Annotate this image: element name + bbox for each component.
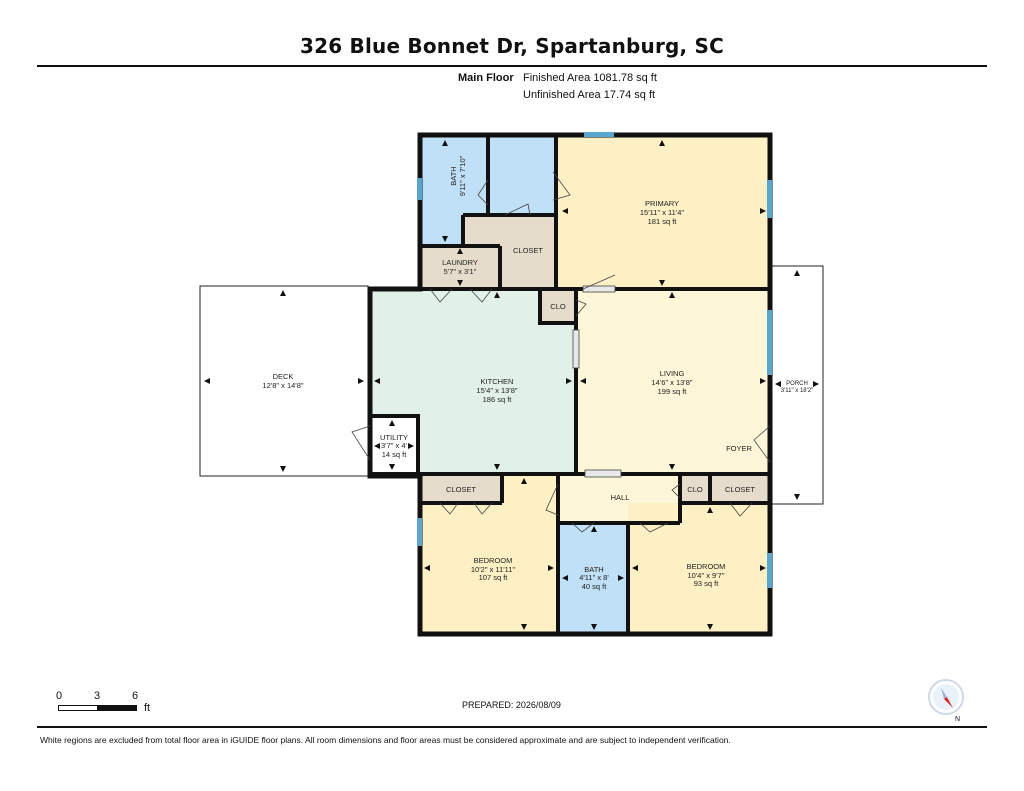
door-swing <box>671 483 681 499</box>
kitchen-dims: 15'4" x 13'8" <box>476 386 517 395</box>
utility-area: 14 sq ft <box>382 450 408 459</box>
kitchen-area: 186 sq ft <box>483 395 513 404</box>
door-swing <box>545 483 559 516</box>
bath-primary-dims: 9'11" x 7'10" <box>458 155 467 196</box>
door-swing <box>729 502 753 517</box>
footer-note: White regions are excluded from total fl… <box>40 735 731 745</box>
clo-kitchen-name: CLO <box>550 302 566 311</box>
scale-bar-segment <box>97 705 137 711</box>
bath-primary-name: BATH <box>449 166 458 185</box>
kitchen-room <box>370 289 576 473</box>
door-swing <box>575 299 587 317</box>
porch-dims: 3'11" x 18'2" <box>781 388 813 394</box>
bedroom-2-name: BEDROOM <box>687 562 726 571</box>
primary-room <box>556 136 770 289</box>
closet-bedroom-2-room <box>710 473 770 503</box>
prepared-date: PREPARED: 2026/08/09 <box>462 700 561 710</box>
door-swing <box>552 171 571 201</box>
clo-hall-room <box>680 473 710 503</box>
wall <box>538 289 576 325</box>
living-area: 199 sq ft <box>658 387 688 396</box>
bath-2-room <box>558 523 628 634</box>
closet-primary-name: CLOSET <box>513 246 543 255</box>
door-swing <box>753 425 771 463</box>
scale-bar-segment <box>58 705 98 711</box>
bedroom-1-dims: 10'2" x 11'11" <box>471 565 516 574</box>
primary-dims: 15'11" x 11'4" <box>640 208 685 217</box>
door-opening <box>584 469 622 478</box>
plan-title: 326 Blue Bonnet Dr, Spartanburg, SC <box>300 34 724 58</box>
header-divider <box>37 65 987 67</box>
compass-north-label: N <box>955 716 960 722</box>
window <box>767 553 772 588</box>
unfinished-area: Unfinished Area 17.74 sq ft <box>523 89 656 101</box>
primary-name: PRIMARY <box>645 199 679 208</box>
bath-2-area: 40 sq ft <box>582 582 608 591</box>
hall-name: HALL <box>611 493 630 502</box>
utility-dims: 3'7" x 4' <box>381 441 408 450</box>
laundry-name: LAUNDRY <box>442 258 478 267</box>
footer-divider <box>37 726 987 728</box>
clo-kitchen-room <box>540 289 576 323</box>
scale-tick-3: 3 <box>94 690 101 702</box>
living-name: LIVING <box>660 369 685 378</box>
porch-name: PORCH <box>786 381 808 387</box>
closet-bedroom-2-name: CLOSET <box>725 485 755 494</box>
kitchen-name: KITCHEN <box>481 377 514 386</box>
deck-name: DECK <box>273 372 294 381</box>
bedroom-1-name: BEDROOM <box>474 556 513 565</box>
finished-area: Finished Area 1081.78 sq ft <box>523 72 657 84</box>
door-swing <box>571 522 669 533</box>
living-room <box>576 289 770 473</box>
window <box>767 180 772 218</box>
deck-dims: 12'8" x 14'8" <box>262 381 303 390</box>
utility-name: UTILITY <box>380 433 408 442</box>
door-swing <box>429 288 493 303</box>
bedroom-1-area: 107 sq ft <box>479 573 509 582</box>
closet-bedroom-1-name: CLOSET <box>446 485 476 494</box>
scale-tick-6: 6 <box>132 690 139 702</box>
bath-2-dims: 4'11" x 8' <box>579 573 609 582</box>
door-swing <box>477 179 489 206</box>
floor-name: Main Floor <box>458 72 514 84</box>
door-swing <box>582 274 616 290</box>
wall <box>370 414 420 473</box>
laundry-dims: 5'7" x 3'1" <box>444 267 477 276</box>
window <box>417 518 422 546</box>
window <box>767 310 772 375</box>
primary-area: 181 sq ft <box>648 217 678 226</box>
bath-2-name: BATH <box>584 565 603 574</box>
bedroom-2-area: 93 sq ft <box>694 579 720 588</box>
door-opening <box>572 329 580 369</box>
compass-icon: N <box>928 679 964 722</box>
scale-unit: ft <box>144 702 151 714</box>
window <box>417 178 422 200</box>
door-swing <box>504 203 531 216</box>
window <box>584 132 614 137</box>
clo-hall-name: CLO <box>687 485 703 494</box>
living-dims: 14'6" x 13'8" <box>651 378 692 387</box>
deck-area <box>199 285 369 477</box>
door-swing <box>439 502 493 515</box>
bedroom-2-dims: 10'4" x 9'7" <box>688 571 725 580</box>
door-swing <box>351 425 371 461</box>
closet-bedroom-1-room <box>420 473 502 503</box>
foyer-name: FOYER <box>726 444 752 453</box>
scale-tick-0: 0 <box>56 690 63 702</box>
